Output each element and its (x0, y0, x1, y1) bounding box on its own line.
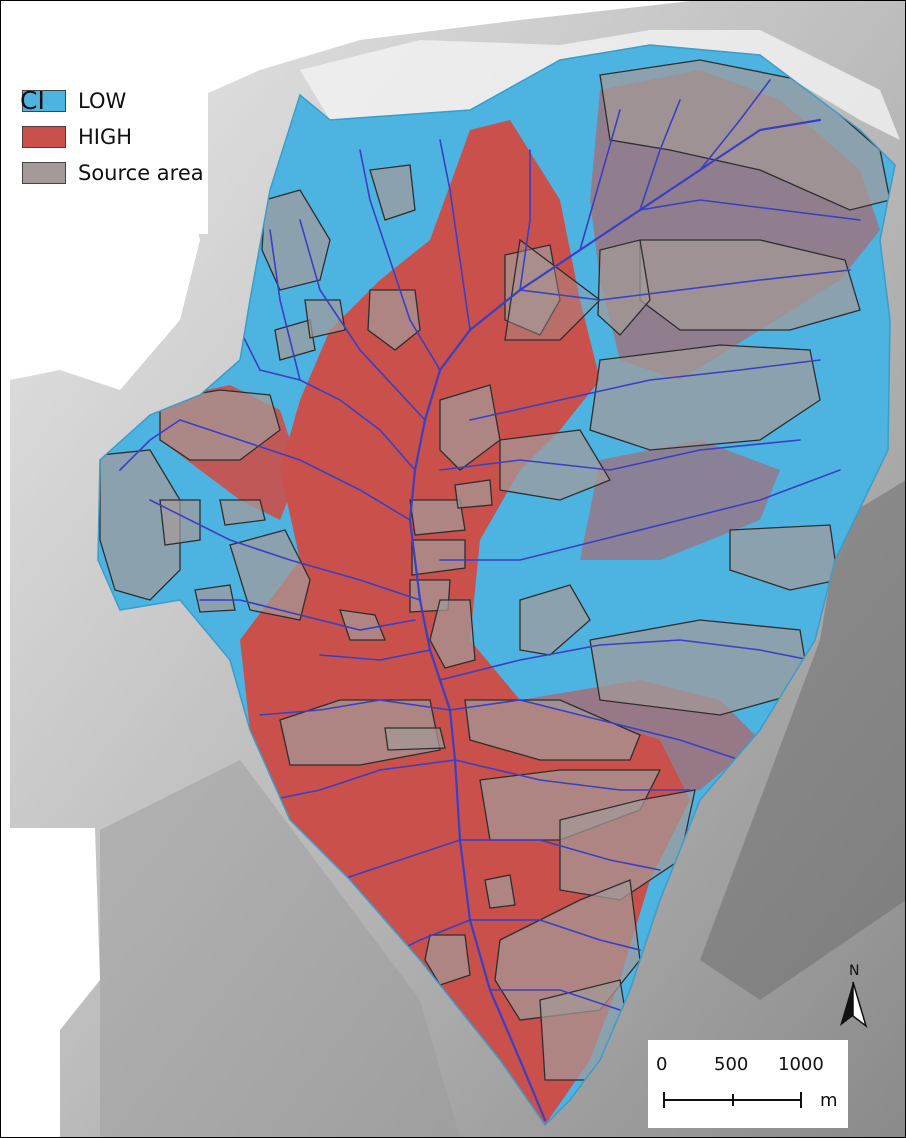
source-area-polygon (194, 584, 236, 613)
map-legend: CI LOW HIGH Source area (10, 44, 208, 234)
source-area-polygon (339, 609, 386, 641)
stream-branch (519, 269, 851, 301)
scale-bar-line (663, 1092, 802, 1108)
source-area-polygon (384, 727, 446, 751)
source-area-polygon (219, 499, 266, 526)
stream-branch (579, 109, 621, 251)
stream-branch (439, 139, 471, 331)
stream-branch (319, 649, 431, 661)
north-arrow-label: N (849, 963, 860, 979)
stream-branch (469, 919, 641, 951)
legend-item-source-area: Source area (22, 156, 208, 190)
stream-branch (299, 219, 426, 421)
source-area-polygon (369, 164, 416, 221)
stream-branch (449, 699, 741, 761)
source-area-polygon (439, 384, 501, 471)
stream-branch (269, 759, 456, 801)
stream-branch (149, 499, 421, 601)
basin-outline (97, 44, 896, 1127)
source-area-polygon (519, 584, 591, 656)
stream-branch (439, 469, 841, 561)
source-area-polygon (411, 539, 466, 576)
source-area-polygon (159, 499, 201, 546)
scale-bar: 0 500 1000 m (648, 1040, 848, 1128)
source-area-polygon (274, 319, 316, 361)
stream-branch (119, 419, 181, 471)
source-area-polygon (99, 449, 181, 601)
source-area-polygon (229, 529, 311, 621)
stream-network (119, 79, 861, 1122)
stream-branch (259, 369, 416, 471)
stream-branch (179, 419, 411, 521)
stream-branch (699, 79, 771, 171)
source-area-polygon (597, 239, 651, 336)
scale-tick-label-500: 500 (714, 1054, 749, 1075)
stream-branch (439, 439, 801, 471)
source-area-polygon (729, 524, 839, 591)
stream-branch (519, 149, 531, 291)
stream-branch (639, 199, 861, 221)
stream-branch (359, 149, 441, 371)
source-area-polygon (409, 499, 466, 536)
source-area-polygon (639, 239, 861, 331)
legend-item-high: HIGH (22, 120, 208, 154)
source-area-polygon (304, 299, 346, 339)
source-area-polygon (499, 429, 611, 501)
source-area-polygon (589, 344, 821, 451)
north-arrow-icon (840, 981, 868, 1029)
stream-branch (339, 839, 461, 881)
legend-title: CI (20, 86, 45, 115)
stream-branch (469, 359, 821, 421)
stream-branch (199, 599, 416, 631)
stream-branch (439, 639, 811, 681)
source-area-polygon (367, 289, 421, 351)
legend-swatch-high (22, 126, 66, 148)
stream-branch (459, 839, 661, 871)
source-area-polygon (464, 699, 641, 761)
stream-branch (489, 989, 621, 1011)
scale-tick-label-0: 0 (656, 1054, 668, 1075)
stream-branch (639, 99, 681, 211)
scale-tick-label-1000: 1000 (778, 1054, 824, 1075)
source-area-polygon (429, 599, 476, 669)
source-area-polygon (424, 934, 471, 986)
legend-label-high: HIGH (78, 125, 133, 149)
legend-label-source-area: Source area (78, 161, 204, 185)
source-area-polygon (504, 238, 601, 341)
hillshade-valley (100, 760, 460, 1138)
source-areas (99, 59, 891, 1081)
legend-swatch-low (22, 90, 66, 112)
source-area-polygon (454, 479, 493, 509)
legend-item-low: LOW (22, 84, 208, 118)
stream-branch (269, 229, 301, 381)
stream-branch (454, 759, 691, 791)
legend-swatch-source-area (22, 162, 66, 184)
hillshade-dark-slope (700, 480, 906, 1000)
scale-unit-label: m (820, 1090, 838, 1111)
source-area-polygon (504, 244, 561, 336)
stream-branch (259, 699, 451, 716)
legend-label-low: LOW (78, 89, 127, 113)
source-area-polygon (484, 874, 516, 909)
